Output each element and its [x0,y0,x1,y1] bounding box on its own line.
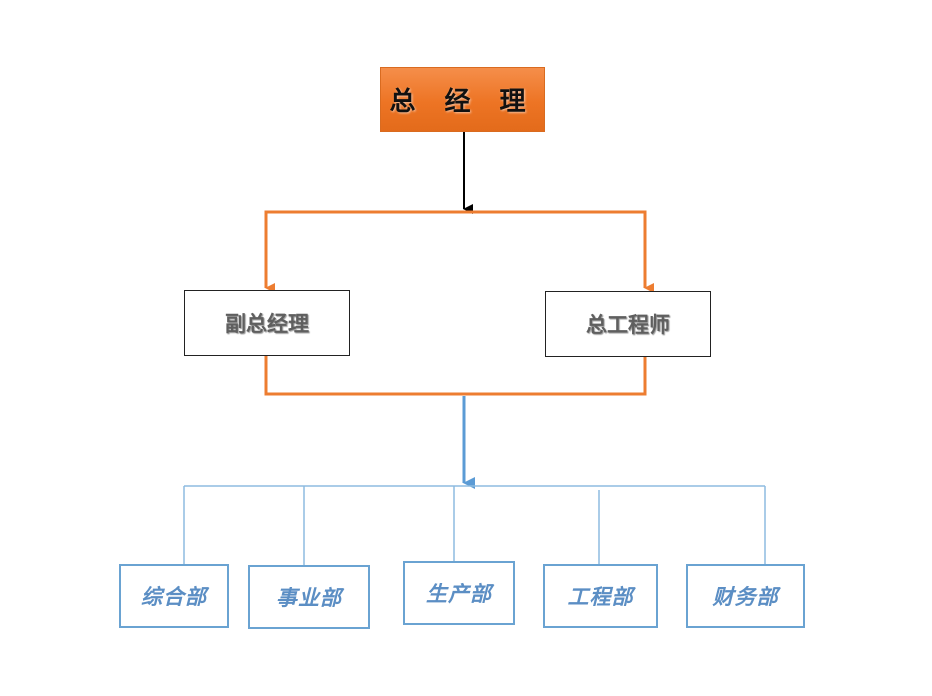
department-label: 财务部 [712,584,779,609]
department-label: 工程部 [567,584,634,609]
deputy-general-manager-label: 副总经理 [225,312,309,336]
orange-upper-bracket-right [464,210,654,293]
chief-engineer-label: 总工程师 [586,313,670,337]
department-node-production: 生产部 [403,561,515,625]
general-manager-node: 总 经 理 [380,67,545,132]
orange-upper-bracket-left [264,210,464,293]
department-node-business: 事业部 [248,565,370,629]
chief-engineer-node: 总工程师 [545,291,711,357]
orange-lower-bracket [264,356,647,396]
department-node-general-affairs: 综合部 [119,564,229,628]
department-label: 生产部 [426,581,492,606]
department-label: 综合部 [141,584,207,609]
department-label: 事业部 [276,585,342,610]
department-node-engineering: 工程部 [543,564,658,628]
department-node-finance: 财务部 [686,564,805,628]
general-manager-label: 总 经 理 [389,87,536,117]
deputy-general-manager-node: 副总经理 [184,290,350,356]
